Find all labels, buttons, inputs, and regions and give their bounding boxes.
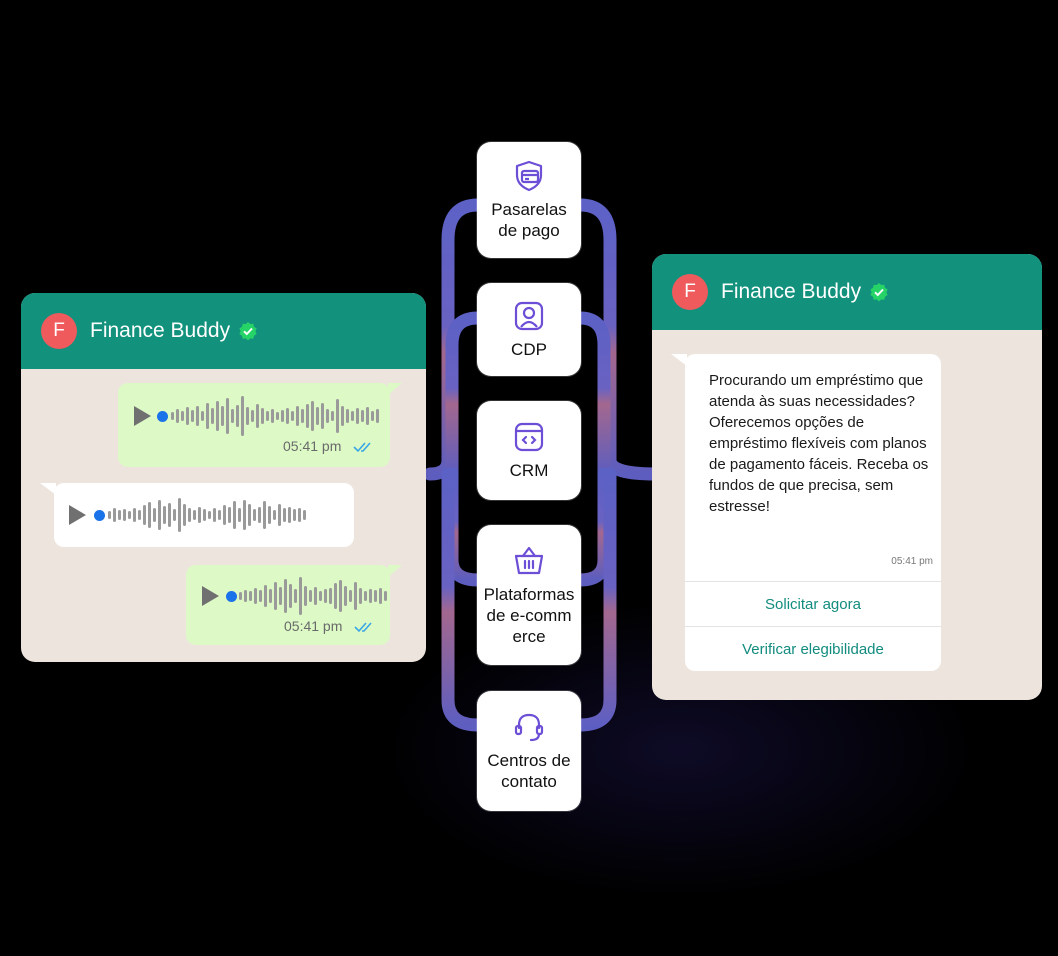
user-profile-icon: [514, 301, 544, 331]
avatar: F: [672, 274, 708, 310]
integration-tile-payment-gateways[interactable]: Pasarelas de pago: [477, 142, 581, 258]
shopping-basket-icon: [514, 546, 544, 574]
apply-now-button[interactable]: Solicitar agora: [685, 581, 941, 627]
integration-tile-crm[interactable]: CRM: [477, 401, 581, 500]
voice-message-outgoing: 05:41 pm: [118, 383, 402, 467]
integration-label: Pasarelas de pago: [491, 200, 567, 240]
audio-waveform: [171, 394, 379, 438]
playback-position-dot[interactable]: [94, 510, 105, 521]
chat-header: F Finance Buddy: [21, 293, 426, 369]
chat-header: F Finance Buddy: [652, 254, 1042, 330]
integration-label: Centros de contato: [487, 751, 571, 791]
right-chat-window: F Finance Buddy Procurando um empréstimo…: [652, 254, 1042, 700]
avatar: F: [41, 313, 77, 349]
read-receipt-icon: [354, 622, 372, 633]
headset-icon: [514, 713, 544, 742]
audio-waveform: [108, 493, 306, 537]
integration-label: Plataformas de e-commerce: [483, 584, 575, 646]
verified-badge-icon: [238, 321, 258, 341]
integration-tile-ecommerce[interactable]: Plataformas de e-commerce: [477, 525, 581, 665]
voice-message-incoming: [40, 483, 354, 547]
contact-name: Finance Buddy: [721, 280, 862, 303]
voice-message-outgoing: 05:41 pm: [186, 565, 402, 645]
play-icon[interactable]: [69, 505, 86, 525]
message-time: 05:41 pm: [283, 438, 342, 454]
play-icon[interactable]: [202, 586, 219, 606]
read-receipt-icon: [353, 442, 371, 453]
integration-tile-contact-centers[interactable]: Centros de contato: [477, 691, 581, 811]
message-text: Procurando um empréstimo que atenda às s…: [709, 372, 929, 515]
play-icon[interactable]: [134, 406, 151, 426]
message-time: 05:41 pm: [891, 556, 933, 567]
playback-position-dot[interactable]: [157, 411, 168, 422]
left-chat-window: F Finance Buddy 05:41 pm 05:41 pm: [21, 293, 426, 662]
card-shield-icon: [515, 160, 543, 192]
check-eligibility-button[interactable]: Verificar elegibilidade: [685, 626, 941, 672]
playback-position-dot[interactable]: [226, 591, 237, 602]
text-message-incoming: Procurando um empréstimo que atenda às s…: [671, 354, 941, 672]
verified-badge-icon: [869, 282, 889, 302]
integration-label: CRM: [509, 461, 549, 480]
code-window-icon: [514, 422, 544, 452]
message-time: 05:41 pm: [284, 618, 343, 634]
contact-name: Finance Buddy: [90, 319, 231, 342]
integration-tile-cdp[interactable]: CDP: [477, 283, 581, 376]
audio-waveform: [239, 574, 387, 618]
integration-label: CDP: [511, 340, 547, 359]
